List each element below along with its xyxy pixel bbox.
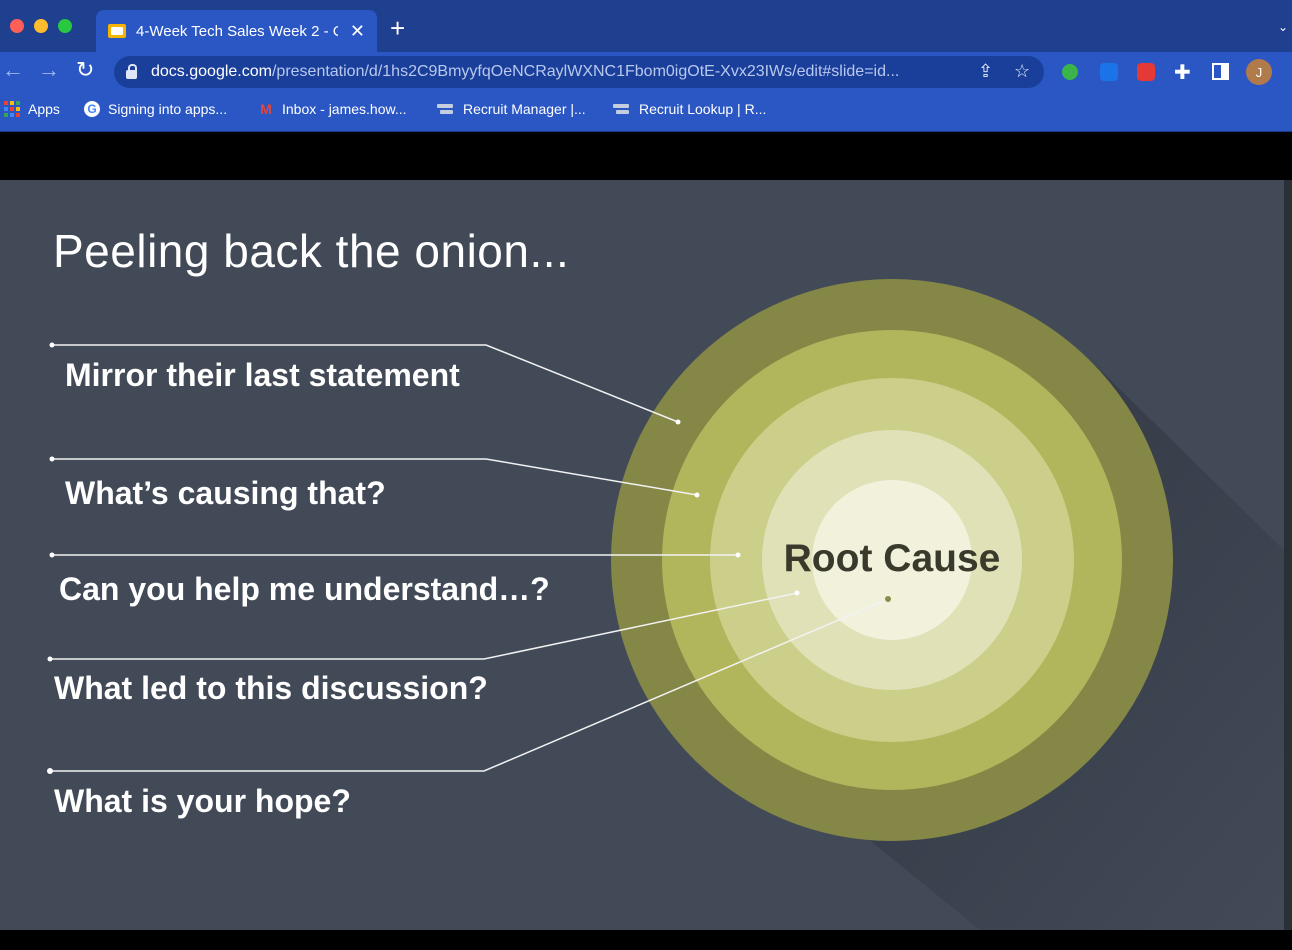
bookmark-label: Signing into apps...: [108, 101, 228, 117]
extension-green-icon[interactable]: [1062, 64, 1078, 80]
connector-line-4: [50, 592, 798, 660]
connector-line-1: [52, 344, 679, 423]
presentation-top-band: [0, 132, 1292, 180]
slide-right-edge: [1284, 180, 1292, 930]
slide-title: Peeling back the onion...: [53, 225, 570, 277]
new-tab-button[interactable]: +: [390, 13, 406, 43]
minimize-window-button[interactable]: [34, 19, 48, 33]
side-panel-icon[interactable]: [1212, 63, 1229, 80]
reload-button[interactable]: ↻: [76, 57, 95, 82]
question-causing: What’s causing that?: [65, 475, 386, 511]
connector-dot: [49, 552, 55, 558]
bookmarks-bar: Apps G Signing into apps... M Inbox - ja…: [0, 92, 1292, 132]
bookmark-inbox[interactable]: M Inbox - james.how...: [258, 101, 407, 117]
back-button[interactable]: ←: [2, 57, 24, 82]
connector-dot: [47, 656, 53, 662]
question-help-understand: Can you help me understand…?: [59, 571, 550, 607]
chevron-down-icon[interactable]: ⌄: [1277, 20, 1288, 34]
slides-icon: [108, 24, 126, 38]
apps-grid-icon: [4, 101, 20, 117]
star-icon[interactable]: ☆: [1014, 61, 1031, 81]
bookmark-apps[interactable]: Apps: [4, 101, 60, 117]
tab-bar: 4-Week Tech Sales Week 2 - C ✕ + ⌄: [0, 0, 1292, 52]
recruit-icon: [613, 103, 631, 115]
connector-line-5: [50, 598, 889, 772]
bookmark-label: Recruit Lookup | R...: [639, 101, 767, 117]
tab-title: 4-Week Tech Sales Week 2 - C: [136, 22, 338, 40]
onion-diagram: Mirror their last statement What’s causi…: [47, 279, 1284, 930]
connector-lines: [50, 344, 889, 772]
maximize-window-button[interactable]: [58, 19, 72, 33]
connector-dot: [49, 342, 55, 348]
connector-dot: [675, 419, 681, 425]
close-window-button[interactable]: [10, 19, 24, 33]
bookmark-label: Recruit Manager |...: [463, 101, 586, 117]
bookmark-recruit-lookup[interactable]: Recruit Lookup | R...: [613, 101, 766, 117]
extension-blue-icon[interactable]: [1100, 63, 1118, 81]
address-bar[interactable]: docs.google.com/presentation/d/1hs2C9Bmy…: [114, 56, 1044, 88]
connector-dot: [794, 590, 800, 596]
connector-dot: [49, 456, 55, 462]
connector-dot: [885, 596, 891, 602]
forward-button[interactable]: →: [38, 57, 60, 82]
bookmark-label: Apps: [28, 101, 60, 117]
puzzle-icon[interactable]: ✚: [1174, 62, 1191, 84]
extension-red-icon[interactable]: [1137, 63, 1155, 81]
active-tab[interactable]: 4-Week Tech Sales Week 2 - C ✕: [96, 10, 377, 52]
connector-line-2: [52, 458, 698, 496]
connector-dot: [47, 768, 53, 774]
question-mirror: Mirror their last statement: [65, 357, 460, 393]
bookmark-recruit-manager[interactable]: Recruit Manager |...: [437, 101, 586, 117]
connector-dot: [735, 552, 741, 558]
slide: Mirror their last statement What’s causi…: [0, 180, 1284, 930]
gmail-icon: M: [260, 101, 272, 117]
presentation-bottom-band: [0, 930, 1292, 950]
bookmark-signing-into-apps[interactable]: G Signing into apps...: [84, 101, 227, 117]
onion-core: [812, 480, 972, 640]
browser-toolbar: ← → ↻ docs.google.com/presentation/d/1hs…: [0, 52, 1292, 92]
root-cause-label: Root Cause: [784, 537, 1001, 580]
question-led-to-discussion: What led to this discussion?: [54, 670, 488, 706]
url-text: docs.google.com/presentation/d/1hs2C9Bmy…: [151, 63, 900, 80]
google-icon: G: [84, 101, 100, 117]
close-tab-icon[interactable]: ✕: [349, 20, 365, 41]
share-icon[interactable]: ⇪: [978, 61, 994, 81]
bookmark-label: Inbox - james.how...: [282, 101, 407, 117]
avatar[interactable]: J: [1246, 59, 1272, 85]
lock-icon: [126, 63, 137, 79]
recruit-icon: [437, 103, 455, 115]
connector-dot: [694, 492, 700, 498]
connector-dots: [47, 342, 891, 774]
question-hope: What is your hope?: [54, 783, 351, 819]
